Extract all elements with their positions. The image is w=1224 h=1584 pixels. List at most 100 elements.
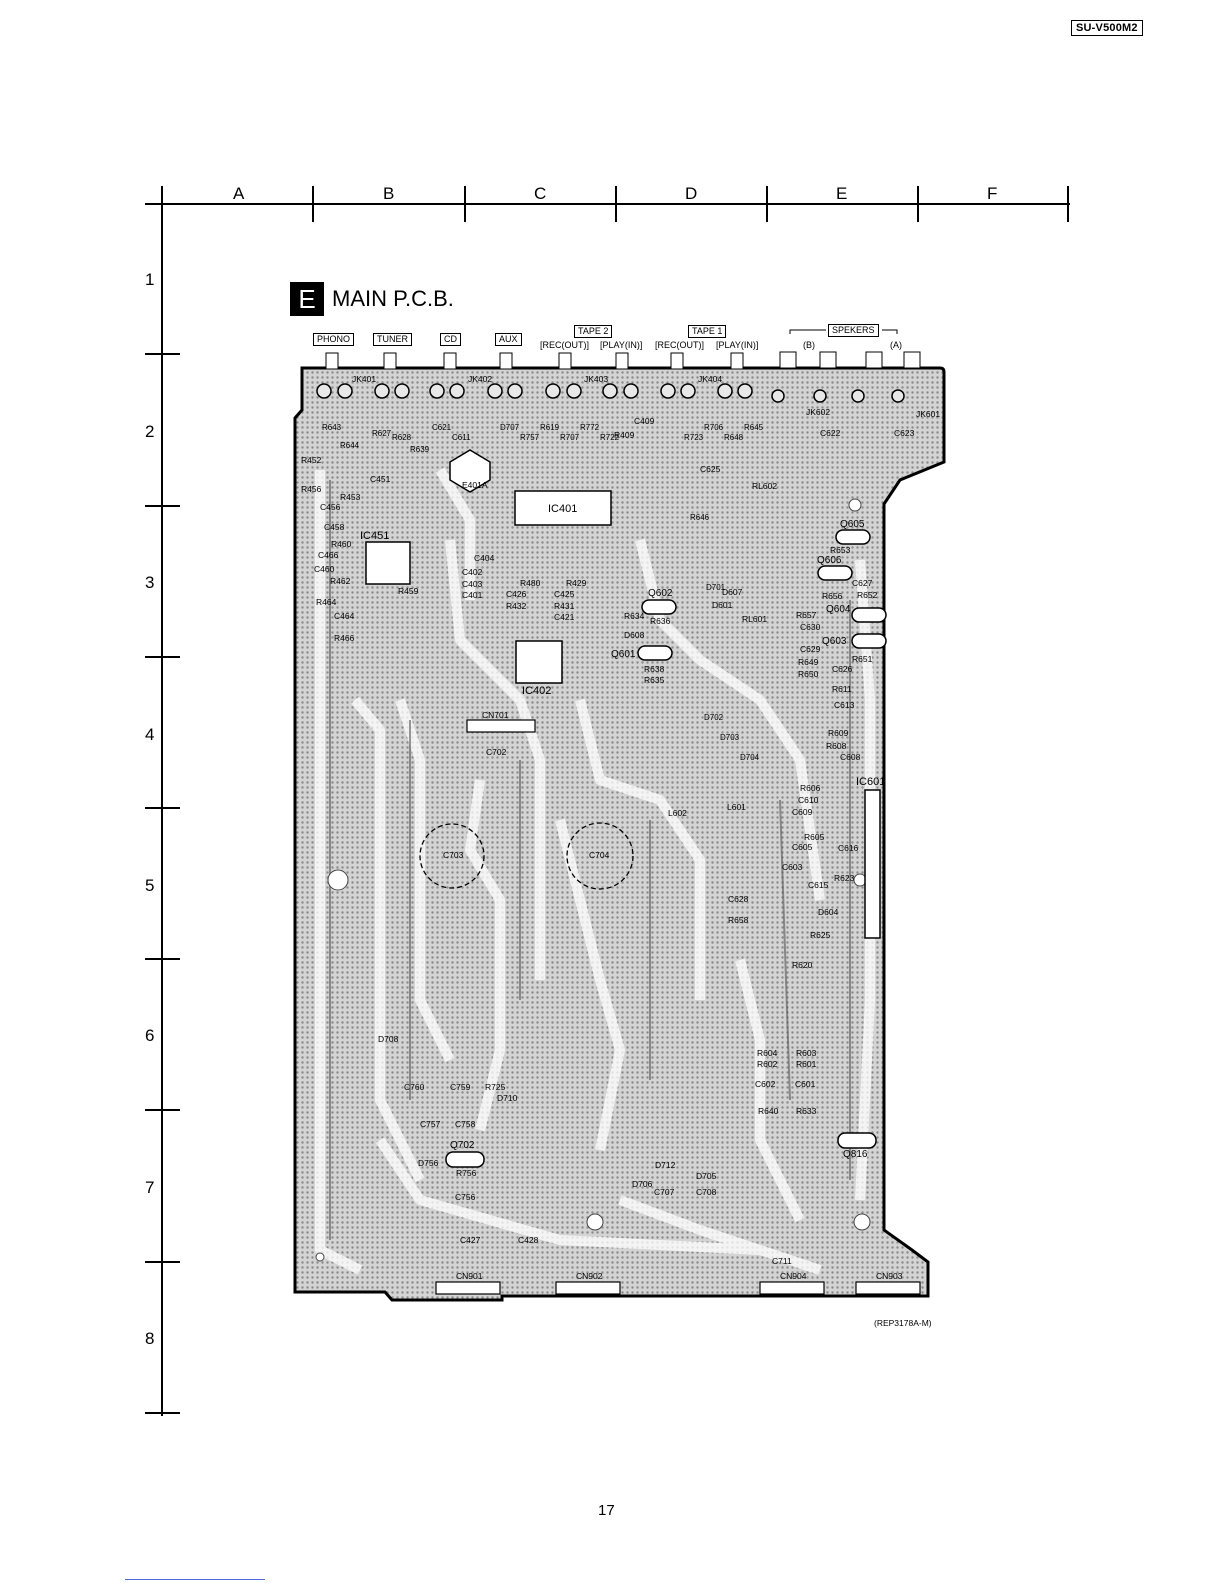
label-c613: C613 xyxy=(834,700,855,710)
jack-label-tape1: TAPE 1 xyxy=(688,325,727,338)
label-r431: R431 xyxy=(554,601,575,611)
label-r605: R605 xyxy=(804,832,825,842)
label-r627: R627 xyxy=(372,429,392,438)
label-c466: C466 xyxy=(318,550,339,560)
label-jk602: JK602 xyxy=(806,407,830,417)
label-c464: C464 xyxy=(334,611,355,621)
label-r608: R608 xyxy=(826,741,847,751)
label-r756: R756 xyxy=(456,1168,477,1178)
label-r648: R648 xyxy=(724,433,744,442)
label-c627: C627 xyxy=(852,578,873,588)
label-l601: L601 xyxy=(727,802,746,812)
label-r456: R456 xyxy=(301,484,322,494)
grid-col-b: B xyxy=(383,184,395,203)
label-ic402: IC402 xyxy=(522,685,551,697)
label-e401a: E401A xyxy=(462,480,488,490)
label-jk401: JK401 xyxy=(352,374,376,384)
grid-row-8: 8 xyxy=(145,1329,155,1348)
grid-col-d: D xyxy=(685,184,698,203)
label-r606: R606 xyxy=(800,783,821,793)
label-r619: R619 xyxy=(540,423,560,432)
label-c421: C421 xyxy=(554,612,575,622)
label-r706: R706 xyxy=(704,423,724,432)
label-r634: R634 xyxy=(624,611,645,621)
label-c704: C704 xyxy=(589,850,610,860)
label-d701: D701 xyxy=(706,583,726,592)
label-c756: C756 xyxy=(455,1192,476,1202)
label-c622: C622 xyxy=(820,428,841,438)
label-r620: R620 xyxy=(792,960,813,970)
label-d708: D708 xyxy=(378,1034,399,1044)
label-r480: R480 xyxy=(520,578,541,588)
label-l602: L602 xyxy=(668,808,687,818)
label-r653: R653 xyxy=(830,545,851,555)
label-r651: R651 xyxy=(852,654,873,664)
label-d608: D608 xyxy=(624,630,645,640)
label-r453: R453 xyxy=(340,492,361,502)
tape2-rec-label: [REC(OUT)] xyxy=(540,340,589,350)
label-d702: D702 xyxy=(704,713,724,722)
label-r757: R757 xyxy=(520,433,540,442)
label-r707: R707 xyxy=(560,433,580,442)
label-c456: C456 xyxy=(320,502,341,512)
label-r432: R432 xyxy=(506,601,527,611)
label-r429: R429 xyxy=(566,578,587,588)
grid-col-a: A xyxy=(233,184,245,203)
label-c409: C409 xyxy=(634,416,655,426)
label-r656: R656 xyxy=(822,591,843,601)
tape1-rec-label: [REC(OUT)] xyxy=(655,340,704,350)
label-jk404: JK404 xyxy=(698,374,722,384)
label-cn904: CN904 xyxy=(780,1271,807,1281)
grid-col-c: C xyxy=(534,184,547,203)
label-r601: R601 xyxy=(796,1059,817,1069)
label-jk402: JK402 xyxy=(468,374,492,384)
label-r466: R466 xyxy=(334,633,355,643)
label-r639: R639 xyxy=(410,445,430,454)
label-cn701: CN701 xyxy=(482,710,509,720)
label-c610: C610 xyxy=(798,795,819,805)
label-c401: C401 xyxy=(462,590,483,600)
label-rl602: RL602 xyxy=(752,481,777,491)
label-c609: C609 xyxy=(792,807,813,817)
tape1-play-label: [PLAY(IN)] xyxy=(716,340,759,350)
label-c628: C628 xyxy=(728,894,749,904)
grid-row-4: 4 xyxy=(145,725,155,744)
label-r646: R646 xyxy=(690,513,710,522)
jack-label-phono: PHONO xyxy=(313,333,355,346)
board-title: E MAIN P.C.B. xyxy=(290,282,454,316)
board-title-text: MAIN P.C.B. xyxy=(332,286,454,311)
label-r643: R643 xyxy=(322,423,342,432)
label-c760: C760 xyxy=(404,1082,425,1092)
label-c757: C757 xyxy=(420,1119,441,1129)
e401a-body xyxy=(449,449,491,493)
board-letter: E xyxy=(290,282,324,316)
label-c404: C404 xyxy=(474,553,495,563)
label-r635: R635 xyxy=(644,675,665,685)
label-c626: C626 xyxy=(832,664,853,674)
label-c460: C460 xyxy=(314,564,335,574)
label-c711: C711 xyxy=(772,1256,792,1266)
label-q816: Q816 xyxy=(843,1149,868,1160)
label-ic601: IC601 xyxy=(856,776,885,788)
label-c602: C602 xyxy=(755,1079,776,1089)
label-c702: C702 xyxy=(486,747,507,757)
grid-col-f: F xyxy=(987,184,998,203)
label-c758: C758 xyxy=(455,1119,476,1129)
label-r640: R640 xyxy=(758,1106,779,1116)
grid-row-7: 7 xyxy=(145,1178,155,1197)
label-r658: R658 xyxy=(728,915,749,925)
label-c707: C707 xyxy=(654,1187,675,1197)
speaker-a-label: (A) xyxy=(890,340,902,350)
label-d706: D706 xyxy=(632,1179,653,1189)
label-d704: D704 xyxy=(740,753,760,762)
label-board-revision: (REP3178A-M) xyxy=(874,1318,932,1328)
label-c621: C621 xyxy=(432,423,452,432)
bottom-divider xyxy=(125,1579,265,1580)
label-c605: C605 xyxy=(792,842,813,852)
label-d707: D707 xyxy=(500,423,520,432)
label-r638: R638 xyxy=(644,664,665,674)
label-c603: C603 xyxy=(782,862,803,872)
label-c428: C428 xyxy=(518,1235,539,1245)
